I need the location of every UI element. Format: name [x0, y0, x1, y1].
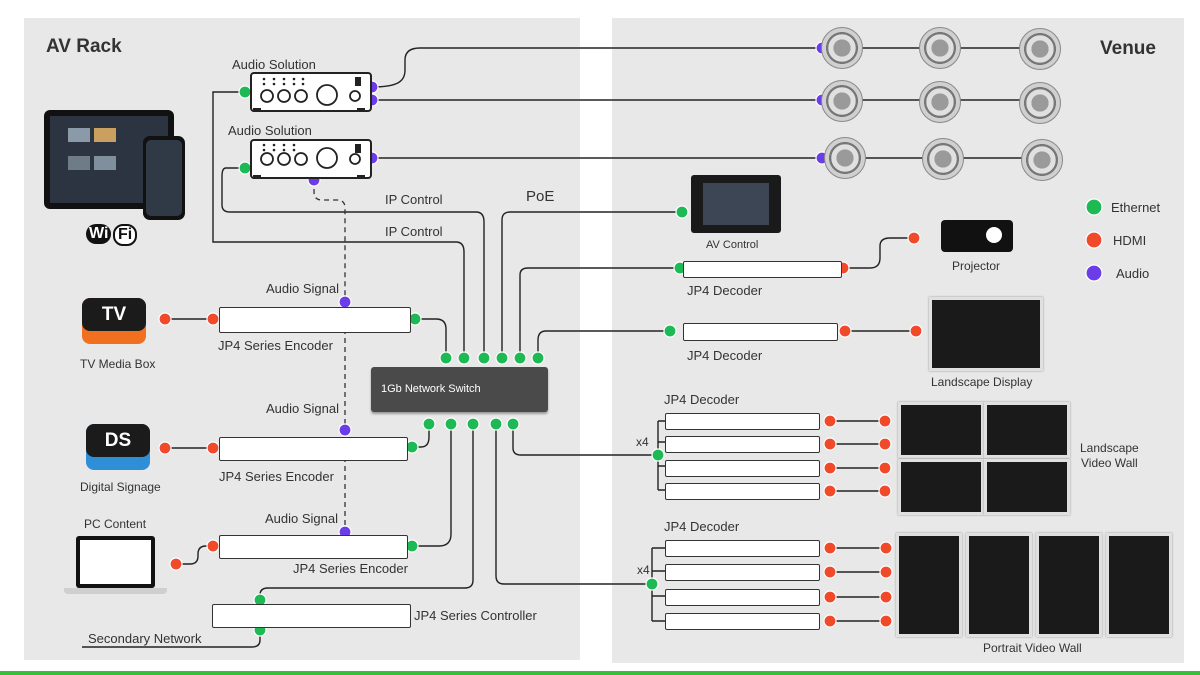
- switch-label: 1Gb Network Switch: [381, 383, 481, 395]
- av-control-screen: [703, 183, 769, 225]
- decoder-group-2-label: JP4 Decoder: [664, 519, 740, 534]
- decoder-1-label: JP4 Decoder: [687, 283, 763, 298]
- audio-solution-1-label: Audio Solution: [232, 57, 316, 72]
- encoder-3: [219, 535, 408, 559]
- decoder-group-1-unit: [665, 460, 820, 477]
- controller-label: JP4 Series Controller: [414, 608, 537, 623]
- speaker-icon: [919, 81, 961, 123]
- landscape-display: [929, 297, 1043, 371]
- encoder-2-label: JP4 Series Encoder: [219, 469, 334, 484]
- pc-content-label: PC Content: [84, 517, 147, 531]
- tablet-video-tile: [94, 156, 116, 170]
- network-switch: 1Gb Network Switch: [371, 367, 548, 412]
- speaker-icon: [1021, 139, 1063, 181]
- portrait-wall-label: Portrait Video Wall: [983, 641, 1082, 655]
- speaker-icon: [821, 27, 863, 69]
- encoder-2: [219, 437, 408, 461]
- landscape-wall-screen: [984, 459, 1070, 515]
- wifi-text-wi: Wi: [86, 224, 112, 244]
- ds-badge: DS: [86, 424, 150, 457]
- portrait-wall-screen: [966, 533, 1032, 637]
- audio-signal-2-label: Audio Signal: [266, 401, 339, 416]
- av-rack-title: AV Rack: [46, 36, 122, 57]
- venue-title: Venue: [1100, 38, 1156, 59]
- x4-label-2: x4: [637, 563, 650, 577]
- speaker-icon: [824, 137, 866, 179]
- legend-hdmi-label: HDMI: [1113, 233, 1147, 248]
- tv-media-box-label: TV Media Box: [80, 357, 156, 371]
- encoder-1-label: JP4 Series Encoder: [218, 338, 333, 353]
- projector-label: Projector: [952, 259, 1001, 273]
- landscape-wall-screen: [984, 402, 1070, 458]
- decoder-group-2-unit: [665, 589, 820, 606]
- audio-solution-2-label: Audio Solution: [228, 123, 312, 138]
- speaker-icon: [1019, 28, 1061, 70]
- accent-bar: [0, 671, 1200, 675]
- ds-icon: DS: [86, 424, 150, 470]
- decoder-group-1-unit: [665, 483, 820, 500]
- encoder-3-label: JP4 Series Encoder: [293, 561, 408, 576]
- tv-icon: TV: [82, 298, 146, 344]
- landscape-wall-screen: [898, 402, 984, 458]
- speaker-icon: [821, 80, 863, 122]
- phone-icon: [143, 136, 185, 220]
- legend-audio-label: Audio: [1116, 266, 1150, 281]
- tablet-video-tile: [68, 156, 90, 170]
- landscape-display-label: Landscape Display: [931, 375, 1033, 389]
- audio-signal-3-label: Audio Signal: [265, 511, 338, 526]
- secondary-network-label: Secondary Network: [88, 631, 202, 646]
- phone-screen: [146, 140, 182, 216]
- decoder-group-2-unit: [665, 540, 820, 557]
- landscape-wall-screen: [898, 459, 984, 515]
- digital-signage-label: Digital Signage: [80, 480, 161, 494]
- ip-control-2-label: IP Control: [385, 224, 443, 239]
- speaker-icon: [922, 138, 964, 180]
- legend-ethernet-label: Ethernet: [1111, 200, 1161, 215]
- decoder-group-1-unit: [665, 436, 820, 453]
- projector-lens: [983, 224, 1005, 246]
- tablet-video-tile: [68, 128, 90, 142]
- audio-signal-1-label: Audio Signal: [266, 281, 339, 296]
- projector-icon: [941, 220, 1013, 252]
- controller: [212, 604, 411, 628]
- portrait-wall-screen: [1036, 533, 1102, 637]
- decoder-group-1-unit: [665, 413, 820, 430]
- decoder-group-1-label: JP4 Decoder: [664, 392, 740, 407]
- tablet-video-tile: [94, 128, 116, 142]
- speaker-icon: [1019, 82, 1061, 124]
- tv-badge: TV: [82, 298, 146, 331]
- laptop-screen: [80, 540, 151, 584]
- decoder-1: [683, 261, 842, 278]
- landscape-wall-label: Landscape Video Wall: [1080, 441, 1139, 470]
- decoder-group-2-unit: [665, 564, 820, 581]
- av-control-monitor: [691, 175, 781, 233]
- wifi-text-fi: Fi: [113, 224, 138, 246]
- decoder-group-2-unit: [665, 613, 820, 630]
- x4-label-1: x4: [636, 435, 649, 449]
- encoder-1: [219, 307, 411, 333]
- av-control-label: AV Control: [706, 239, 759, 251]
- poe-label: PoE: [526, 188, 555, 205]
- decoder-2: [683, 323, 838, 341]
- portrait-wall-screen: [896, 533, 962, 637]
- wifi-icon: Wi Fi: [84, 220, 142, 250]
- laptop-icon: [76, 536, 155, 588]
- speaker-icon: [919, 27, 961, 69]
- ip-control-1-label: IP Control: [385, 192, 443, 207]
- decoder-2-label: JP4 Decoder: [687, 348, 763, 363]
- laptop-base: [64, 588, 167, 594]
- portrait-wall-screen: [1106, 533, 1172, 637]
